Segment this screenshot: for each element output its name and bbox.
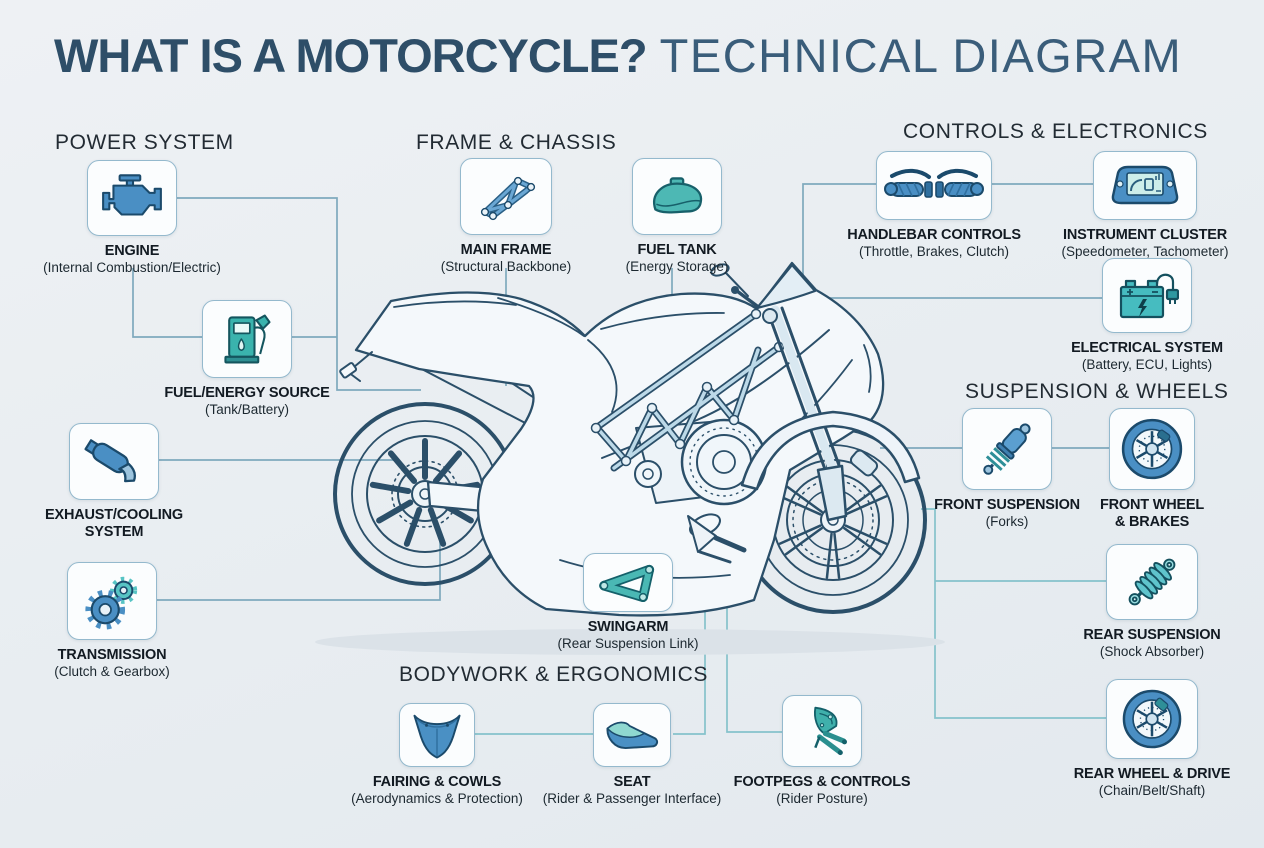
- component-main-frame: MAIN FRAME (Structural Backbone): [406, 158, 606, 275]
- component-sub: (Structural Backbone): [440, 259, 572, 275]
- component-exhaust: EXHAUST/COOLING SYSTEM: [24, 423, 204, 541]
- component-sub: (Internal Combustion/Electric): [43, 260, 221, 276]
- section-suspension-wheels: SUSPENSION & WHEELS: [965, 380, 1229, 403]
- component-name: HANDLEBAR CONTROLS: [847, 227, 1021, 243]
- component-instrument: INSTRUMENT CLUSTER (Speedometer, Tachome…: [1030, 151, 1260, 260]
- swingarm-icon: [599, 564, 655, 602]
- component-name: INSTRUMENT CLUSTER: [1063, 227, 1227, 243]
- component-name: TRANSMISSION: [57, 647, 167, 663]
- component-sub: (Rider Posture): [776, 791, 868, 807]
- component-name: EXHAUST/COOLING: [45, 507, 183, 523]
- component-sub: (Chain/Belt/Shaft): [1098, 783, 1206, 799]
- component-sub: (Tank/Battery): [204, 402, 289, 418]
- component-handlebar: HANDLEBAR CONTROLS (Throttle, Brakes, Cl…: [819, 151, 1049, 260]
- footpegs-icon: [814, 706, 847, 756]
- fairing-icon: [413, 714, 461, 759]
- component-seat: SEAT (Rider & Passenger Interface): [517, 703, 747, 807]
- component-name: FRONT SUSPENSION: [934, 497, 1080, 513]
- component-name: SWINGARM: [587, 619, 669, 635]
- component-footpegs: FOOTPEGS & CONTROLS (Rider Posture): [717, 695, 927, 807]
- component-sub: (Energy Storage): [625, 259, 729, 275]
- component-sub: (Forks): [985, 514, 1029, 530]
- component-fairing: FAIRING & COWLS (Aerodynamics & Protecti…: [332, 703, 542, 807]
- component-sub: (Shock Absorber): [1099, 644, 1205, 660]
- section-controls-electronics: CONTROLS & ELECTRONICS: [903, 120, 1208, 143]
- component-name: FUEL TANK: [637, 242, 717, 258]
- component-name: FRONT WHEEL: [1099, 497, 1205, 513]
- component-sub: (Throttle, Brakes, Clutch): [858, 244, 1010, 260]
- title-primary: WHAT IS A MOTORCYCLE?: [54, 29, 648, 82]
- component-sub: (Rear Suspension Link): [557, 636, 699, 652]
- component-front-wheel: FRONT WHEEL & BRAKES: [1072, 408, 1232, 531]
- rear-wheel-icon: [1122, 689, 1182, 749]
- page-title: WHAT IS A MOTORCYCLE? TECHNICAL DIAGRAM: [54, 28, 1182, 83]
- component-name: FOOTPEGS & CONTROLS: [733, 774, 911, 790]
- component-fuel-tank: FUEL TANK (Energy Storage): [587, 158, 767, 275]
- section-frame-chassis: FRAME & CHASSIS: [416, 131, 617, 154]
- component-sub: (Rider & Passenger Interface): [542, 791, 722, 807]
- component-name-2: SYSTEM: [84, 524, 144, 541]
- component-electrical: ELECTRICAL SYSTEM (Battery, ECU, Lights): [1047, 258, 1247, 373]
- component-name: SEAT: [613, 774, 651, 790]
- component-name: MAIN FRAME: [460, 242, 552, 258]
- component-sub: (Aerodynamics & Protection): [351, 791, 523, 807]
- component-sub: (Speedometer, Tachometer): [1061, 244, 1229, 260]
- component-sub: (Battery, ECU, Lights): [1081, 357, 1213, 373]
- section-bodywork-ergonomics: BODYWORK & ERGONOMICS: [399, 663, 708, 686]
- battery-icon: [1119, 273, 1179, 318]
- instrument-cluster-icon: [1111, 165, 1179, 204]
- gears-icon: [85, 576, 138, 630]
- trellis-frame-icon: [480, 176, 536, 220]
- component-name: ENGINE: [104, 243, 160, 259]
- trellis-frame-drawing: [590, 308, 785, 472]
- component-name: REAR SUSPENSION: [1083, 627, 1221, 643]
- component-front-suspension: FRONT SUSPENSION (Forks): [912, 408, 1102, 530]
- fuel-pump-icon: [224, 314, 271, 364]
- component-name: ELECTRICAL SYSTEM: [1071, 340, 1223, 356]
- section-power-system: POWER SYSTEM: [55, 131, 234, 154]
- motorcycle-illustration: [315, 261, 945, 655]
- component-name: FUEL/ENERGY SOURCE: [164, 385, 330, 401]
- title-secondary: TECHNICAL DIAGRAM: [659, 29, 1183, 82]
- handlebar-grips-icon: [884, 168, 984, 199]
- fuel-tank-icon: [653, 176, 703, 213]
- seat-icon: [606, 721, 659, 750]
- component-swingarm: SWINGARM (Rear Suspension Link): [528, 553, 728, 652]
- component-rear-suspension: REAR SUSPENSION (Shock Absorber): [1062, 544, 1242, 660]
- component-transmission: TRANSMISSION (Clutch & Gearbox): [17, 562, 207, 680]
- component-sub: (Clutch & Gearbox): [54, 664, 170, 680]
- component-rear-wheel: REAR WHEEL & DRIVE (Chain/Belt/Shaft): [1057, 679, 1247, 799]
- front-wheel-icon: [1121, 418, 1183, 480]
- component-engine: ENGINE (Internal Combustion/Electric): [27, 160, 237, 276]
- coil-shock-icon: [1128, 558, 1176, 606]
- component-name: REAR WHEEL & DRIVE: [1073, 766, 1231, 782]
- component-fuel-source: FUEL/ENERGY SOURCE (Tank/Battery): [142, 300, 352, 418]
- exhaust-muffler-icon: [84, 438, 136, 482]
- engine-icon: [102, 174, 162, 216]
- front-shock-icon: [983, 423, 1031, 475]
- component-name: FAIRING & COWLS: [372, 774, 502, 790]
- component-name-2: & BRAKES: [1114, 514, 1190, 531]
